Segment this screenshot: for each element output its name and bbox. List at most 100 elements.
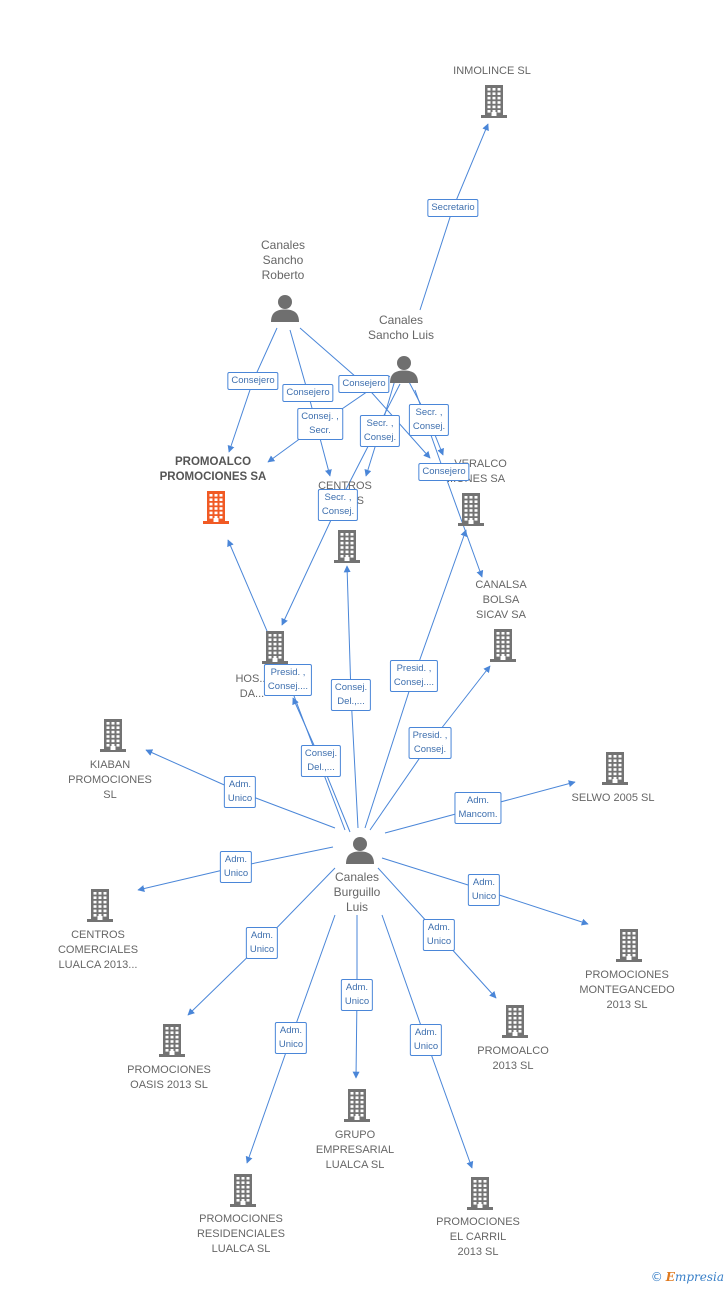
node-label-line: Sancho Luis: [367, 328, 435, 342]
relation-label-r-adm-unico-oasis[interactable]: Adm.Unico: [245, 927, 279, 959]
relation-label-line: Unico: [227, 793, 253, 804]
building-icon[interactable]: [201, 490, 231, 529]
relation-label-line: Mancom.: [458, 809, 498, 820]
person-icon[interactable]: [270, 293, 300, 328]
building-icon[interactable]: [157, 1023, 187, 1062]
node-label-line: Canales: [378, 313, 424, 327]
relation-label-r-consej-del-1[interactable]: Consej. Del.,...: [330, 679, 372, 711]
node-label-line: LUALCA 2013...: [58, 959, 138, 971]
relation-label-r-secr-consej-2[interactable]: Secr. ,Consej.: [408, 404, 450, 436]
relation-label-r-consej-del-2[interactable]: Consej.Del.,...: [300, 745, 342, 777]
relation-label-r-adm-unico-carril[interactable]: Adm.Unico: [409, 1024, 443, 1056]
relation-label-line: Presid. ,: [270, 667, 306, 678]
relation-label-r-consejero-3[interactable]: Consejero: [338, 375, 390, 393]
person-icon[interactable]: [389, 354, 419, 389]
node-label-line: 2013 SL: [606, 999, 648, 1011]
relation-label-r-adm-unico-monte[interactable]: Adm.Unico: [467, 874, 501, 906]
relation-label-r-presid-consej-2[interactable]: Presid. ,Consej....: [389, 660, 439, 692]
node-label-selwo[interactable]: SELWO 2005 SL: [572, 791, 655, 806]
relation-label-line: Adm.: [279, 1025, 303, 1036]
relation-label-r-secr-consej-1[interactable]: Secr. ,Consej.: [359, 415, 401, 447]
node-label-line: PROMOALCO: [174, 456, 252, 468]
building-icon[interactable]: [228, 1173, 258, 1212]
relation-label-line: Consejero: [342, 378, 386, 389]
edge-r-secretario: [419, 123, 489, 311]
relation-label-line: Adm.: [466, 795, 490, 806]
relation-label-line: Del.,...: [337, 696, 365, 707]
node-label-centros-lualca[interactable]: CENTROS COMERCIALES LUALCA 2013...: [58, 928, 138, 973]
relation-label-r-secretario[interactable]: Secretario: [427, 199, 479, 217]
node-label-line: RESIDENCIALES: [196, 1228, 286, 1240]
relation-label-line: Consejero: [286, 387, 330, 398]
relation-label-line: Secr. ,: [366, 418, 394, 429]
node-label-line: COMERCIALES: [57, 944, 139, 956]
relation-label-line: Del.,...: [307, 762, 335, 773]
node-label-line: PROMOCIONES: [68, 774, 152, 786]
relation-label-r-adm-unico-kiaban[interactable]: Adm. Unico: [223, 776, 257, 808]
relation-label-line: Consejero: [231, 375, 275, 386]
relation-label-r-secr-consej-3[interactable]: Secr. ,Consej.: [317, 489, 359, 521]
relation-label-r-adm-unico-grupo[interactable]: Adm.Unico: [340, 979, 374, 1011]
relation-label-line: Unico: [413, 1041, 439, 1052]
node-label-hos-da[interactable]: HOS...DA...: [235, 672, 268, 702]
building-icon[interactable]: [342, 1088, 372, 1127]
building-icon[interactable]: [479, 84, 509, 123]
node-label-line: GRUPO: [334, 1129, 376, 1141]
relation-label-line: Secr.: [309, 425, 331, 436]
building-icon[interactable]: [500, 1004, 530, 1043]
relation-label-line: Consej.: [413, 744, 447, 755]
building-icon[interactable]: [600, 751, 630, 790]
node-label-inmolince[interactable]: INMOLINCE SL: [453, 64, 531, 79]
relation-label-r-consejero-2[interactable]: Consejero: [282, 384, 334, 402]
relation-label-line: Consej.: [321, 506, 355, 517]
node-label-line: CENTROS: [71, 929, 125, 941]
building-icon[interactable]: [614, 928, 644, 967]
relation-label-r-presid-consej-3[interactable]: Presid. ,Consej.: [408, 727, 452, 759]
person-icon[interactable]: [345, 835, 375, 870]
building-icon[interactable]: [332, 529, 362, 568]
relation-label-line: Presid. ,: [396, 663, 432, 674]
relation-label-r-consejero-4[interactable]: Consejero: [418, 463, 470, 481]
relation-label-line: Adm.: [427, 922, 451, 933]
building-icon[interactable]: [260, 630, 290, 669]
relation-label-r-presid-consej-1[interactable]: Presid. ,Consej....: [263, 664, 313, 696]
building-icon[interactable]: [85, 888, 115, 927]
node-label-line: EL CARRIL: [449, 1231, 507, 1243]
relation-label-r-consejero-1[interactable]: Consejero: [227, 372, 279, 390]
node-label-line: SICAV SA: [476, 609, 526, 621]
building-icon[interactable]: [465, 1176, 495, 1215]
relation-label-r-adm-unico-centros[interactable]: Adm.Unico: [219, 851, 253, 883]
edge-r-consejero-1: [227, 327, 278, 453]
building-icon[interactable]: [488, 628, 518, 667]
copyright-icon: ©: [650, 1270, 663, 1284]
node-label-line: PROMOCIONES: [585, 969, 669, 981]
node-label-line: PROMOCIONES: [127, 1064, 211, 1076]
node-label-line: LUALCA SL: [211, 1243, 271, 1255]
relation-label-line: Consej.: [334, 682, 368, 693]
relation-label-line: Secr. ,: [415, 407, 443, 418]
edge-r-consejero-2: [289, 329, 332, 477]
relation-label-r-adm-mancom[interactable]: Adm. Mancom.: [454, 792, 502, 824]
relation-label-r-adm-unico-resid[interactable]: Adm.Unico: [274, 1022, 308, 1054]
building-icon[interactable]: [98, 718, 128, 757]
relation-label-line: Adm.: [228, 779, 252, 790]
building-icon[interactable]: [456, 492, 486, 531]
relation-label-r-adm-unico-promoalco[interactable]: Adm.Unico: [422, 919, 456, 951]
relation-label-r-consej-secr[interactable]: Consej. ,Secr.: [297, 408, 343, 440]
node-label-line: SELWO 2005 SL: [571, 792, 655, 804]
relation-label-line: Adm.: [224, 854, 248, 865]
node-label-line: INMOLINCE SL: [453, 65, 531, 77]
